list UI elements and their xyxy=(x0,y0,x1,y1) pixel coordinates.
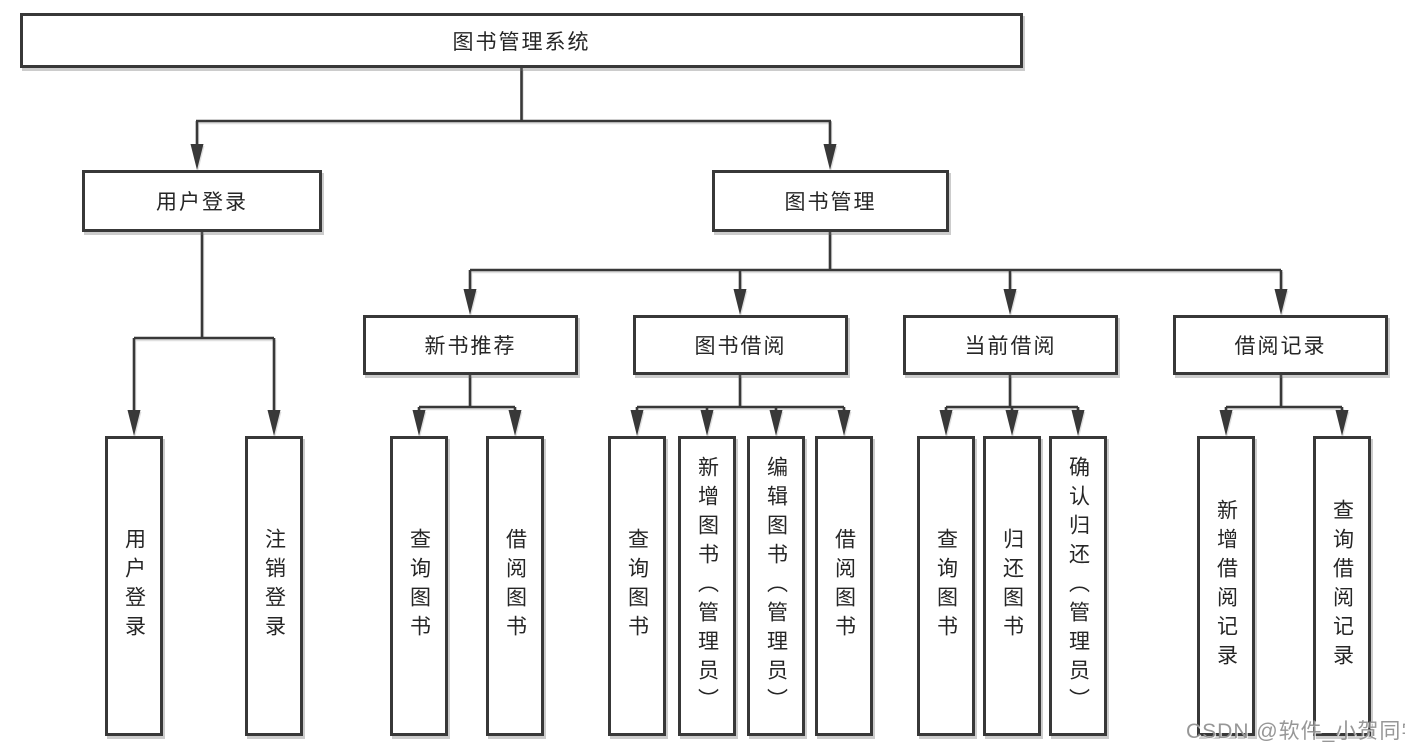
leaf-query-books-current: 查询图书 xyxy=(917,436,975,736)
leaf-borrow-books-borrowing: 借阅图书 xyxy=(815,436,873,736)
leaf-logout: 注销登录 xyxy=(245,436,303,736)
leaf-edit-book-admin: 编辑图书（管理员） xyxy=(747,436,805,736)
leaf-user-login: 用户登录 xyxy=(105,436,163,736)
leaf-add-borrow-record: 新增借阅记录 xyxy=(1197,436,1255,736)
leaf-confirm-return-admin: 确认归还（管理员） xyxy=(1049,436,1107,736)
csdn-watermark: CSDN @软件_小贺同学 xyxy=(1186,720,1405,743)
node-library-management-system: 图书管理系统 xyxy=(20,13,1023,68)
node-user-login: 用户登录 xyxy=(82,170,322,232)
node-new-book-recommendation: 新书推荐 xyxy=(363,315,578,375)
leaf-query-books-borrowing: 查询图书 xyxy=(608,436,666,736)
leaf-borrow-books-recommend: 借阅图书 xyxy=(486,436,544,736)
node-book-management: 图书管理 xyxy=(712,170,949,232)
leaf-return-books: 归还图书 xyxy=(983,436,1041,736)
leaf-query-books-recommend: 查询图书 xyxy=(390,436,448,736)
leaf-add-book-admin: 新增图书（管理员） xyxy=(678,436,736,736)
node-book-borrowing: 图书借阅 xyxy=(633,315,848,375)
leaf-query-borrow-record: 查询借阅记录 xyxy=(1313,436,1371,736)
node-borrowing-records: 借阅记录 xyxy=(1173,315,1388,375)
node-current-borrowing: 当前借阅 xyxy=(903,315,1118,375)
